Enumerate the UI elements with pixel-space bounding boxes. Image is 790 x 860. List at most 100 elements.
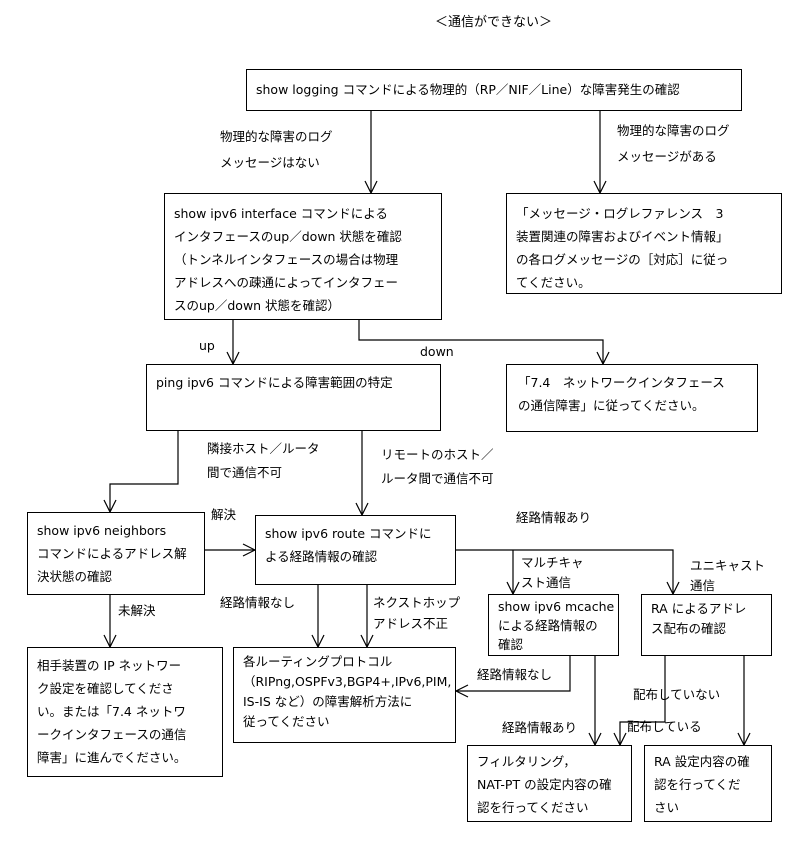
step-ping-ipv6: ping ipv6 コマンドによる障害範囲の特定: [146, 364, 441, 431]
step-message-log-reference: 「メッセージ・ログレファレンス 3 装置関連の障害およびイベント情報」の各ログメッ…: [506, 193, 782, 294]
text-line: スト通信: [521, 575, 572, 590]
text-line: リモートのホスト／: [381, 447, 494, 462]
step-show-ipv6-interface: show ipv6 interface コマンドによるインタフェースのup／do…: [164, 193, 442, 320]
arrowhead-b8-to-b11: [454, 684, 469, 698]
label-physical-fault-exists: 物理的な障害のログメッセージがある: [617, 118, 730, 170]
step-routing-protocol-analysis: 各ルーティングプロトコル （RIPng,OSPFv3,BGP4+,IPv6,PIM…: [233, 647, 456, 743]
label-no-physical-fault: 物理的な障害のログメッセージはない: [220, 124, 333, 176]
label-up: up: [199, 335, 215, 357]
text-line: show ipv6 interface コマンドによる: [174, 206, 388, 221]
label-no-route-info-mcache: 経路情報なし: [477, 664, 552, 686]
text-line: IS-IS など）の障害解析方法に: [243, 694, 413, 709]
step-check-peer-ip-settings: 相手装置の IP ネットワーク設定を確認してください。または「7.4 ネットワー…: [27, 647, 223, 777]
text-line: ク設定を確認してくださ: [37, 681, 174, 696]
label-route-info-exists: 経路情報あり: [516, 507, 591, 529]
text-line: ユニキャスト: [690, 558, 766, 573]
label-resolved: 解決: [211, 504, 236, 526]
text-line: の各ログメッセージの［対応］に従っ: [516, 252, 729, 267]
text-line: ークインタフェースの通信: [37, 727, 187, 742]
text-line: 従ってください: [243, 714, 330, 729]
diagram-title: ＜通信ができない＞: [435, 15, 553, 30]
text-line: 間で通信不可: [207, 465, 283, 480]
text-line: 隣接ホスト／ルータ: [207, 441, 320, 456]
text-line: 経路情報あり: [502, 720, 578, 735]
text-line: 通信: [690, 578, 716, 593]
step-show-ipv6-neighbors: show ipv6 neighbors コマンドによるアドレス解決状態の確認: [27, 512, 205, 595]
text-line: メッセージがある: [617, 149, 717, 164]
text-line: 装置関連の障害およびイベント情報」: [516, 229, 729, 244]
text-line: RA 設定内容の確: [654, 754, 750, 769]
text-line: ネクストホップ: [373, 595, 461, 610]
label-unicast: ユニキャスト通信: [690, 556, 765, 596]
text-line: 物理的な障害のログ: [617, 123, 730, 138]
text-line: 経路情報なし: [220, 595, 296, 610]
arrow-b8-to-b11: [456, 656, 571, 692]
label-remote-unreachable: リモートのホスト／ ルータ間で通信不可: [381, 443, 494, 491]
step-show-ipv6-mcache: show ipv6 mcache による経路情報の確認: [488, 594, 619, 656]
text-line: show ipv6 route コマンドに: [265, 526, 432, 541]
text-line: up: [199, 338, 215, 353]
text-line: てください。: [516, 275, 591, 290]
text-line: 各ルーティングプロトコル: [243, 654, 393, 669]
text-line: 「7.4 ネットワークインタフェース: [518, 375, 725, 390]
text-line: よる経路情報の確認: [265, 549, 378, 564]
text-line: ルータ間で通信不可: [381, 471, 494, 486]
text-line: 認を行ってくだ: [654, 777, 741, 792]
text-line: （トンネルインタフェースの場合は物理: [174, 252, 399, 267]
label-invalid-nexthop: ネクストホップアドレス不正: [373, 592, 460, 634]
label-adjacent-unreachable: 隣接ホスト／ルータ間で通信不可: [207, 437, 320, 485]
label-multicast: マルチキャスト通信: [521, 553, 584, 593]
text-line: 障害」に進んでください。: [37, 750, 187, 765]
text-line: の通信障害」に従ってください。: [518, 398, 705, 413]
step-network-interface-fault: 「7.4 ネットワークインタフェースの通信障害」に従ってください。: [506, 364, 758, 432]
label-not-distributed: 配布していない: [633, 684, 720, 706]
text-line: い。または「7.4 ネットワ: [37, 704, 186, 719]
text-line: アドレスへの疎通によってインタフェー: [174, 275, 399, 290]
text-line: show ipv6 mcache: [498, 599, 615, 614]
arrow-b2-to-b5: [358, 320, 604, 364]
text-line: 配布している: [627, 719, 702, 734]
text-line: show ipv6 neighbors: [37, 523, 167, 538]
text-line: show logging コマンドによる物理的（RP／NIF／Line）な障害発…: [256, 82, 680, 97]
label-distributed: 配布している: [627, 716, 702, 738]
text-line: RA によるアドレ: [651, 601, 747, 616]
text-line: 「メッセージ・ログレファレンス 3: [516, 206, 724, 221]
text-line: 経路情報あり: [516, 510, 592, 525]
label-route-info-exists-mcache: 経路情報あり: [502, 717, 577, 739]
text-line: 物理的な障害のログ: [220, 129, 333, 144]
text-line: 確認: [498, 637, 524, 652]
label-unresolved: 未解決: [118, 600, 156, 622]
text-line: （RIPng,OSPFv3,BGP4+,IPv6,PIM,: [243, 674, 452, 689]
step-ra-address-check: RA によるアドレス配布の確認: [641, 594, 772, 656]
text-line: スのup／down 状態を確認）: [174, 298, 341, 313]
text-line: ス配布の確認: [651, 621, 727, 636]
text-line: 相手装置の IP ネットワー: [37, 658, 182, 673]
arrow-b9-to-b12: [619, 656, 666, 745]
text-line: フィルタリング，: [477, 754, 576, 769]
text-line: アドレス不正: [373, 616, 449, 631]
step-show-ipv6-route: show ipv6 route コマンドによる経路情報の確認: [255, 515, 456, 585]
step-filtering-natpt-check: フィルタリング， NAT-PT の設定内容の確認を行ってください: [467, 745, 632, 822]
text-line: インタフェースのup／down 状態を確認: [174, 229, 402, 244]
text-line: down: [420, 344, 454, 359]
text-line: 経路情報なし: [477, 667, 553, 682]
step-show-logging: show logging コマンドによる物理的（RP／NIF／Line）な障害発…: [246, 69, 742, 111]
arrow-b7-branch: [456, 549, 674, 594]
text-line: 未解決: [118, 603, 156, 618]
text-line: NAT-PT の設定内容の確: [477, 777, 612, 792]
arrow-b4-to-b6: [109, 431, 179, 512]
text-line: 決状態の確認: [37, 569, 113, 584]
text-line: コマンドによるアドレス解: [37, 546, 187, 561]
text-line: マルチキャ: [521, 555, 584, 570]
text-line: 配布していない: [633, 687, 721, 702]
text-line: さい: [654, 800, 680, 815]
text-line: 認を行ってください: [477, 800, 589, 815]
label-down: down: [420, 341, 454, 363]
text-line: メッセージはない: [220, 155, 320, 170]
text-line: 解決: [211, 507, 237, 522]
text-line: による経路情報の: [498, 618, 598, 633]
label-no-route-info-left: 経路情報なし: [220, 592, 295, 614]
text-line: ping ipv6 コマンドによる障害範囲の特定: [156, 375, 393, 390]
step-ra-settings-check: RA 設定内容の確認を行ってください: [644, 745, 772, 822]
